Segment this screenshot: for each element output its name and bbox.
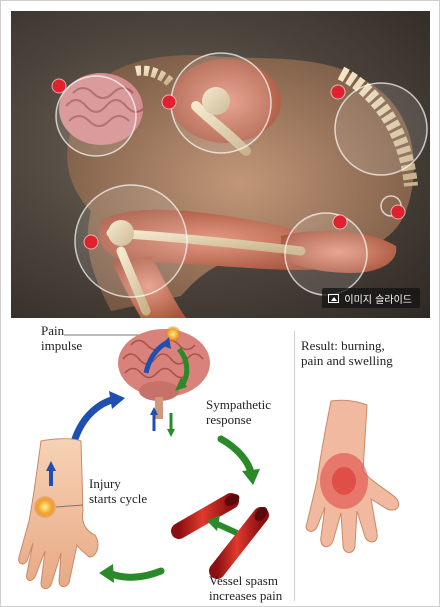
pain-marker bbox=[51, 78, 67, 94]
section-divider bbox=[294, 331, 295, 601]
image-icon bbox=[328, 293, 340, 303]
sympathetic-response-label: Sympathetic response bbox=[206, 397, 271, 427]
anatomy-photo[interactable]: 이미지 슬라이드 bbox=[11, 11, 430, 318]
pain-impulse-label: Pain impulse bbox=[41, 323, 83, 353]
pain-cycle-graphic bbox=[18, 326, 400, 590]
arrow-green-bottom bbox=[105, 567, 165, 581]
vessel-spasm-label: Vessel spasm increases pain bbox=[209, 573, 283, 603]
image-slide-badge[interactable]: 이미지 슬라이드 bbox=[322, 288, 420, 308]
pain-marker bbox=[332, 214, 348, 230]
result-label: Result: burning, pain and swelling bbox=[301, 338, 393, 368]
anatomy-illustration bbox=[55, 52, 428, 318]
pain-marker bbox=[161, 94, 177, 110]
injury-pointer bbox=[55, 504, 84, 508]
injured-wrist-illustration bbox=[18, 438, 99, 590]
pain-marker bbox=[390, 204, 406, 220]
pain-marker bbox=[83, 234, 99, 250]
image-slide-label: 이미지 슬라이드 bbox=[344, 294, 412, 306]
pain-marker bbox=[330, 84, 346, 100]
swollen-hand-illustration bbox=[305, 399, 400, 553]
injury-starts-cycle-label: Injury starts cycle bbox=[89, 476, 148, 506]
pain-cycle-diagram: Pain impulse Sympathetic response Injury… bbox=[11, 321, 431, 606]
arrow-blue-cycle bbox=[71, 395, 119, 443]
arrow-green-right bbox=[217, 435, 255, 477]
pain-markers bbox=[51, 78, 406, 250]
injury-glow bbox=[34, 496, 56, 518]
vessel-illustration bbox=[171, 493, 269, 579]
